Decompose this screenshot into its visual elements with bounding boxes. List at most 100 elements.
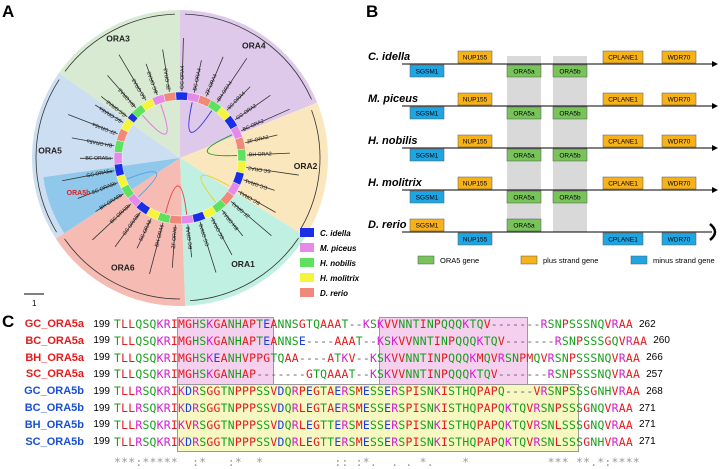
species-ring-segment: [181, 214, 195, 225]
clade-label-ora5: ORA5: [38, 145, 62, 155]
gene-label-wdr70: WDR70: [668, 139, 691, 146]
sequence-start: 199: [93, 318, 110, 330]
gene-box-ora5b: [552, 64, 588, 78]
leaf-label: BH ORA6: [154, 224, 166, 248]
synteny-legend-swatch: [630, 255, 648, 265]
leaf-label: SC ORA2: [248, 164, 272, 173]
sequence-residues: TLLQSQKRIMGHSKGANHAPTEANNSGTQAAAT--KSKVV…: [114, 317, 633, 331]
sequence-residues: TLLRSQKRIKDRSGGTNPPPSSVDQRPEGTAERSMESSER…: [114, 384, 641, 399]
legend-label: C. idella: [320, 229, 351, 238]
sequence-start: 199: [93, 368, 110, 380]
sequence-end: 257: [646, 368, 663, 380]
gene-label-cplane1: CPLANE1: [608, 181, 638, 188]
leaf-label: BC ORA5a: [85, 156, 111, 162]
species-ring-segment: [175, 91, 189, 101]
leaf-label: BC ORA6: [185, 226, 194, 249]
ora5b-shade: [553, 56, 587, 232]
sequence-name: GC_ORA5a: [24, 318, 84, 330]
leaf-label: ZF ORA6: [171, 227, 179, 249]
clade-label-ora4: ORA4: [242, 41, 266, 51]
consensus-line: ***:***** :* :* * :: :*. . . *. * *** **…: [114, 455, 640, 469]
gene-label-sgsm1: SGSM1: [416, 69, 439, 76]
leaf-label: GC ORA4: [179, 65, 186, 89]
legend-swatch: [300, 243, 314, 252]
legend-label: H. molitrix: [320, 274, 360, 283]
clade-label-ora5b: ORA5b: [67, 190, 91, 197]
synteny-legend-swatch: [520, 255, 538, 265]
sequence-residues: TLLQSQKRIMGHSKGANHAPTEANNSE----AAAT--KSK…: [114, 333, 648, 348]
clade-label-ora1: ORA1: [231, 259, 255, 269]
gene-label-ora5a: ORA5a: [513, 223, 535, 230]
gene-box-sgsm1: [409, 64, 445, 78]
gene-label-nup155: NUP155: [463, 139, 488, 146]
species-label: C. idella: [368, 51, 410, 63]
gene-label-cplane1: CPLANE1: [608, 55, 638, 62]
synteny-legend-label: minus strand gene: [653, 256, 715, 265]
sequence-alignment: GC_ORA5a 199 TLLQSQKRIMGHSKGANHAPTEANNSGTQ…: [4, 316, 720, 469]
gene-box-sgsm1: [409, 218, 445, 232]
legend-label: D. rerio: [320, 289, 348, 298]
gene-label-wdr70: WDR70: [668, 97, 691, 104]
sequence-end: 266: [646, 352, 663, 364]
sequence-start: 199: [93, 335, 110, 347]
species-ring-segment: [163, 91, 177, 103]
species-ring-segment: [120, 117, 135, 133]
sequence-start: 199: [93, 402, 110, 414]
clade-sector-ora5b: [43, 158, 181, 234]
gene-box-sgsm1: [409, 190, 445, 204]
gene-label-nup155: NUP155: [463, 97, 488, 104]
highlight-box-2: [379, 317, 528, 385]
sequence-end: 271: [638, 402, 656, 414]
legend-label: H. nobilis: [320, 259, 357, 268]
sequence-end: 268: [646, 385, 663, 397]
gene-label-ora5a: ORA5a: [513, 195, 535, 202]
sequence-start: 199: [93, 419, 110, 431]
species-label: H. molitrix: [368, 177, 423, 189]
sequence-start: 199: [93, 436, 110, 448]
gene-box-cplane1: [602, 50, 644, 64]
gene-box-nup155: [457, 134, 493, 148]
gene-label-cplane1: CPLANE1: [608, 237, 638, 244]
gene-label-sgsm1: SGSM1: [416, 223, 439, 230]
synteny-legend-label: plus strand gene: [543, 256, 598, 265]
species-label: D. rerio: [368, 219, 407, 231]
legend-swatch: [300, 288, 314, 297]
sequence-residues: TLLQSQKRIMGHSKEANHVPPGTQAA----ATKV--KSKV…: [114, 350, 641, 365]
gene-label-ora5b: ORA5b: [559, 195, 581, 202]
highlight-box-1: [177, 317, 274, 385]
leaf-label: BC ORA4: [192, 68, 203, 92]
sequence-name: BH_ORA5b: [24, 418, 84, 431]
leaf-label: ZF ORA3: [163, 68, 172, 91]
gene-box-sgsm1: [409, 106, 445, 120]
gene-box-ora5b: [552, 148, 588, 162]
gene-box-wdr70: [661, 92, 697, 106]
sequence-name: BH_ORA5a: [25, 351, 84, 364]
gene-label-sgsm1: SGSM1: [416, 195, 439, 202]
gene-label-wdr70: WDR70: [668, 237, 691, 244]
sequence-name: GC_ORA5b: [24, 385, 84, 398]
sequence-residues: TLLQSQKRIMGHSKGANHAP-------GTQAAAT--KSKV…: [114, 367, 641, 382]
clade-sector-ora3: [58, 10, 180, 158]
gene-label-sgsm1: SGSM1: [416, 153, 439, 160]
panel-a-letter: A: [2, 2, 15, 21]
gene-box-ora5a: [506, 148, 542, 162]
clade-label-ora3: ORA3: [106, 33, 130, 43]
clade-label-ora2: ORA2: [294, 161, 318, 171]
sequence-end: 271: [638, 419, 656, 431]
gene-box-ora5b: [552, 190, 588, 204]
species-label: H. nobilis: [368, 135, 418, 147]
gene-box-nup155: [457, 176, 493, 190]
legend-swatch: [300, 228, 314, 237]
legend-label: M. piceus: [320, 244, 357, 253]
leaf-label: BH ORA5a: [86, 137, 112, 148]
gene-box-cplane1: [602, 176, 644, 190]
species-ring-segment: [236, 160, 247, 174]
gene-label-ora5a: ORA5a: [513, 69, 535, 76]
gene-box-nup155: [457, 92, 493, 106]
